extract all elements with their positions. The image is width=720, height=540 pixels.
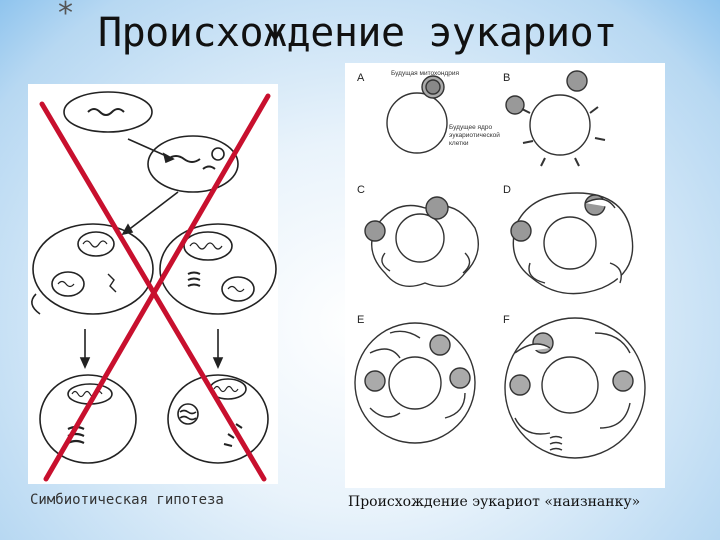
annotation-nucleus-line3: клетки	[449, 140, 469, 147]
symbiotic-diagram	[31, 91, 277, 482]
panel-label-e: E	[357, 314, 364, 326]
left-caption: Симбиотическая гипотеза	[30, 492, 224, 508]
cell-b	[529, 94, 591, 156]
title-marker: *	[58, 0, 73, 31]
red-cross-mark	[39, 93, 271, 482]
panel-label-a: A	[357, 72, 365, 84]
annotation-nucleus-line2: эукариотической	[449, 131, 500, 139]
bacterium-top	[63, 91, 153, 133]
title-text: Происхождение эукариот	[98, 10, 617, 56]
host-cell-mid-left	[32, 223, 154, 315]
inside-out-diagram: A B C D E F Будущая митохондрия Будущее …	[354, 70, 646, 459]
slide-title: * Происхождение эукариот	[58, 0, 698, 62]
right-caption: Происхождение эукариот «наизнанку»	[348, 494, 641, 510]
symbiotic-hypothesis-figure	[28, 84, 278, 484]
eukaryote-bottom-right	[167, 374, 269, 464]
panel-label-b: B	[503, 72, 510, 84]
panel-label-d: D	[503, 184, 511, 196]
annotation-mitochondrion: Будущая митохондрия	[391, 70, 459, 77]
host-cell-mid-right	[159, 223, 277, 315]
annotation-nucleus-line1: Будущее ядро	[449, 124, 492, 131]
panel-label-c: C	[357, 184, 365, 196]
eukaryote-bottom-left	[39, 374, 137, 464]
host-cell-top	[147, 135, 239, 193]
panel-label-f: F	[503, 314, 510, 326]
inside-out-figure: A B C D E F Будущая митохондрия Будущее …	[345, 63, 665, 488]
cell-a	[386, 92, 448, 154]
